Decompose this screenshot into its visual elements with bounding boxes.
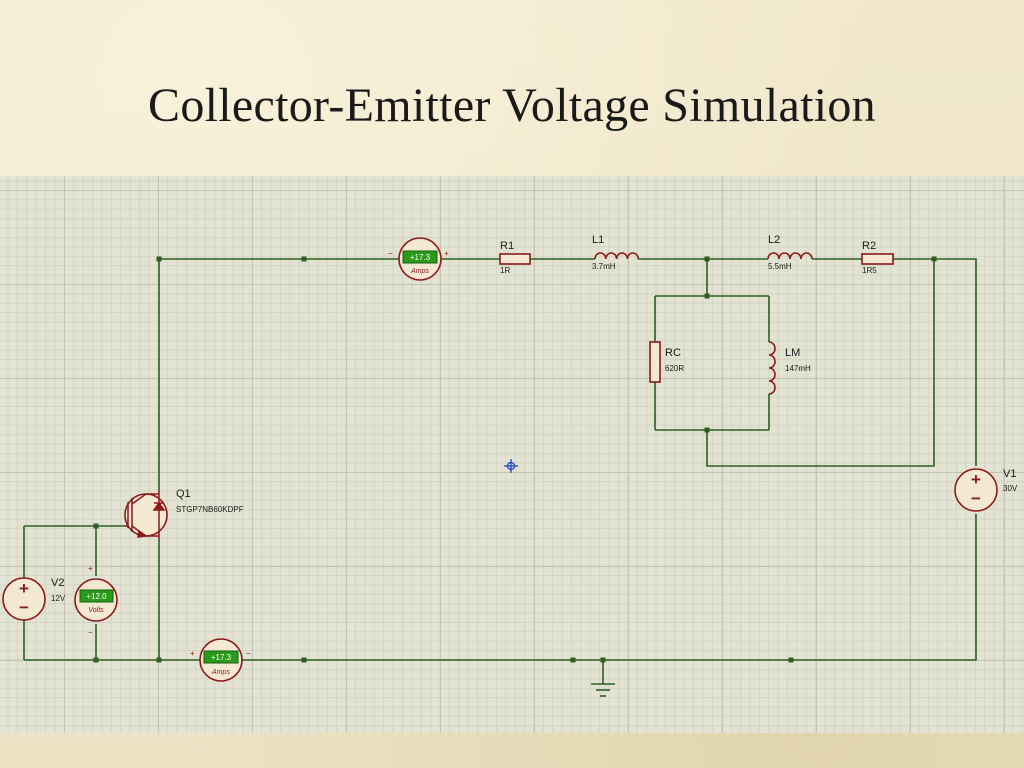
voltmeter-reading: +12.0	[86, 592, 107, 601]
q1-name: Q1	[176, 488, 191, 500]
voltmeter-plus: +	[88, 564, 93, 573]
q1-value: STGP7NB60KDPF	[176, 505, 244, 514]
igbt-q1[interactable]	[124, 490, 168, 540]
ammeter-bottom-plus: +	[190, 649, 195, 658]
v2-value: 12V	[51, 594, 66, 603]
junction-dot	[156, 657, 162, 663]
inductor-l1[interactable]	[594, 252, 639, 260]
lm-value: 147mH	[785, 364, 811, 373]
junction-dot	[704, 293, 710, 299]
slide-title: Collector-Emitter Voltage Simulation	[148, 79, 876, 132]
voltmeter-unit: Volts	[88, 607, 104, 614]
wire-r2-v1	[893, 258, 977, 466]
ammeter-bottom-minus: −	[246, 649, 251, 658]
inductor-lm[interactable]	[768, 341, 776, 395]
ground-symbol	[591, 683, 615, 697]
voltmeter[interactable]	[74, 578, 118, 622]
inductor-l2[interactable]	[767, 252, 813, 260]
resistor-rc[interactable]	[649, 341, 661, 383]
rc-value: 620R	[665, 364, 684, 373]
resistor-r2[interactable]	[861, 253, 894, 265]
dc-source-v2[interactable]	[2, 577, 46, 621]
wire-bottom-right	[242, 514, 977, 661]
junction-dot	[600, 657, 606, 663]
rc-name: RC	[665, 347, 681, 359]
junction-dot	[156, 256, 162, 262]
junction-dot	[93, 657, 99, 663]
r1-value: 1R	[500, 266, 510, 275]
r2-value: 1R5	[862, 266, 877, 275]
junction-dot	[301, 256, 307, 262]
v1-value: 30V	[1003, 484, 1018, 493]
ammeter-bottom-unit: Amps	[211, 669, 230, 676]
ammeter-top[interactable]	[398, 237, 442, 281]
junction-dot	[788, 657, 794, 663]
v2-name: V2	[51, 577, 64, 589]
probe-crosshair-icon[interactable]	[504, 459, 518, 473]
junction-dot	[931, 256, 937, 262]
schematic-canvas	[0, 176, 1024, 733]
v2-plus-sign: +	[19, 579, 29, 598]
junction-dot	[704, 427, 710, 433]
v1-minus-sign: −	[971, 489, 981, 508]
resistor-r1[interactable]	[499, 253, 531, 265]
v1-name: V1	[1003, 468, 1016, 480]
ammeter-top-reading: +17.3	[410, 253, 431, 262]
dc-source-v1[interactable]	[954, 468, 998, 512]
wires	[23, 258, 977, 684]
voltmeter-minus: −	[88, 628, 93, 637]
l2-value: 5.5mH	[768, 262, 792, 271]
l1-value: 3.7mH	[592, 262, 616, 271]
r2-name: R2	[862, 240, 876, 252]
wire-branch-return	[706, 259, 935, 467]
junction-dot	[93, 523, 99, 529]
ammeter-top-minus: −	[388, 249, 393, 258]
ammeter-bottom-reading: +17.3	[211, 653, 232, 662]
junction-dot	[570, 657, 576, 663]
v1-plus-sign: +	[971, 470, 981, 489]
ammeter-bottom[interactable]	[199, 638, 243, 682]
junction-dot	[704, 256, 710, 262]
junction-dot	[301, 657, 307, 663]
l1-name: L1	[592, 234, 604, 246]
l2-name: L2	[768, 234, 780, 246]
lm-name: LM	[785, 347, 800, 359]
ammeter-top-unit: Amps	[410, 268, 429, 275]
v2-minus-sign: −	[19, 598, 29, 617]
r1-name: R1	[500, 240, 514, 252]
junctions	[93, 256, 937, 663]
ammeter-top-plus: +	[444, 249, 449, 258]
